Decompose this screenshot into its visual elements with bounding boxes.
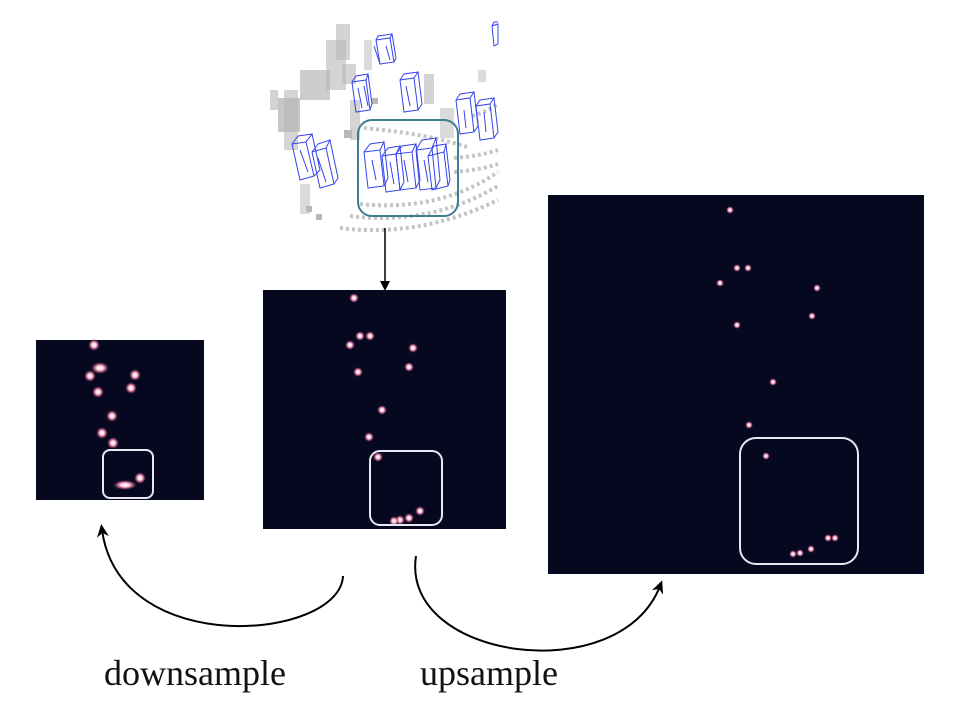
- original-peak: [389, 516, 399, 526]
- 3d-bounding-boxes: [291, 21, 499, 193]
- original-peak: [377, 405, 387, 415]
- heatmap-upsampled: [548, 195, 924, 574]
- downsampled-peak: [113, 480, 137, 490]
- curved-arrow-downsample: [97, 524, 344, 628]
- upsampled-peak: [824, 534, 832, 542]
- downsampled-peak: [88, 339, 100, 351]
- upsampled-peak: [762, 452, 770, 460]
- upsampled-peak: [813, 284, 821, 292]
- upsampled-peak: [789, 550, 797, 558]
- downsampled-peak: [91, 362, 109, 374]
- upsample-label: upsample: [420, 653, 558, 693]
- upsampled-peak: [769, 378, 777, 386]
- original-peak: [364, 432, 374, 442]
- downsampled-peak: [107, 437, 119, 449]
- heatmap-upsampled-background: [548, 195, 924, 574]
- upsampled-peak: [745, 421, 753, 429]
- original-peak: [353, 367, 363, 377]
- point-cloud-scene: [270, 21, 500, 233]
- region-highlight-box: [357, 119, 459, 217]
- heatmap-downsampled: [36, 339, 204, 500]
- upsampled-peak: [726, 206, 734, 214]
- downsampled-peak: [129, 369, 141, 381]
- upsampled-peak: [808, 312, 816, 320]
- original-peak: [373, 452, 383, 462]
- downsampled-peak: [125, 382, 137, 394]
- upsampled-peak: [831, 534, 839, 542]
- heatmap-original: [263, 290, 506, 529]
- downsampled-peak: [96, 427, 108, 439]
- upsampled-peak: [733, 321, 741, 329]
- downsampled-peak: [106, 410, 118, 422]
- original-peak: [349, 293, 359, 303]
- original-peak: [355, 331, 365, 341]
- original-peak: [345, 340, 355, 350]
- upsampled-peak: [807, 545, 815, 553]
- original-peak: [408, 343, 418, 353]
- downsampled-peak: [134, 472, 146, 484]
- original-peak: [365, 331, 375, 341]
- original-peak: [415, 506, 425, 516]
- upsampled-peak: [716, 279, 724, 287]
- point-cloud-points: [270, 24, 500, 233]
- downsample-label: downsample: [104, 653, 286, 693]
- downsampled-peak: [92, 386, 104, 398]
- heatmap-downsampled-background: [36, 340, 204, 500]
- heatmap-upsampled-highlight-box: [739, 437, 859, 565]
- upsampled-peak: [796, 549, 804, 557]
- original-peak: [404, 362, 414, 372]
- heatmap-downsampled-highlight-box: [102, 449, 154, 499]
- heatmap-original-highlight-box: [369, 450, 443, 526]
- curved-arrow-upsample: [414, 555, 664, 652]
- downsampled-peak: [84, 370, 96, 382]
- upsampled-peak: [733, 264, 741, 272]
- upsampled-peak: [744, 264, 752, 272]
- original-peak: [404, 513, 414, 523]
